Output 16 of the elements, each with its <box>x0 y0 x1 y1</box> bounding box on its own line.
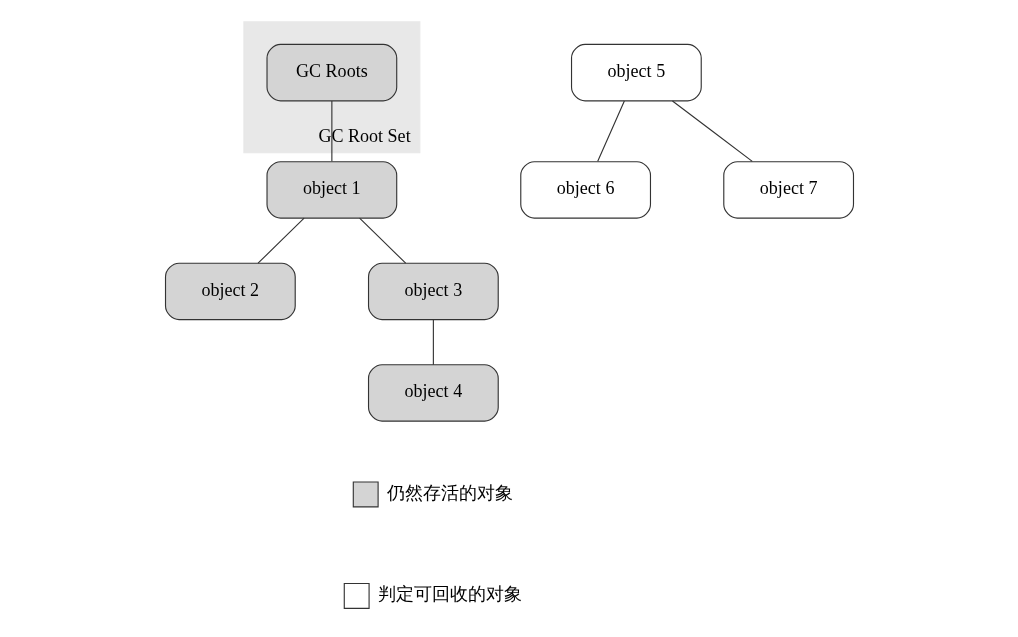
node-box: object 1 <box>265 161 397 219</box>
node-box: object 6 <box>519 161 651 219</box>
connector <box>671 100 753 162</box>
legend-label: 仍然存活的对象 <box>386 482 513 503</box>
legend-label: 判定可回收的对象 <box>377 584 522 605</box>
node-box: GC Roots <box>265 43 397 102</box>
node-box: object 5 <box>570 43 702 102</box>
node-box: object 2 <box>164 262 296 321</box>
node-box: object 7 <box>722 161 854 219</box>
connector <box>330 100 332 162</box>
connector <box>358 217 406 264</box>
node-box: object 3 <box>367 262 499 321</box>
connector <box>596 100 625 162</box>
node-box: object 4 <box>367 364 499 422</box>
connector <box>257 217 305 264</box>
connector <box>432 319 434 366</box>
